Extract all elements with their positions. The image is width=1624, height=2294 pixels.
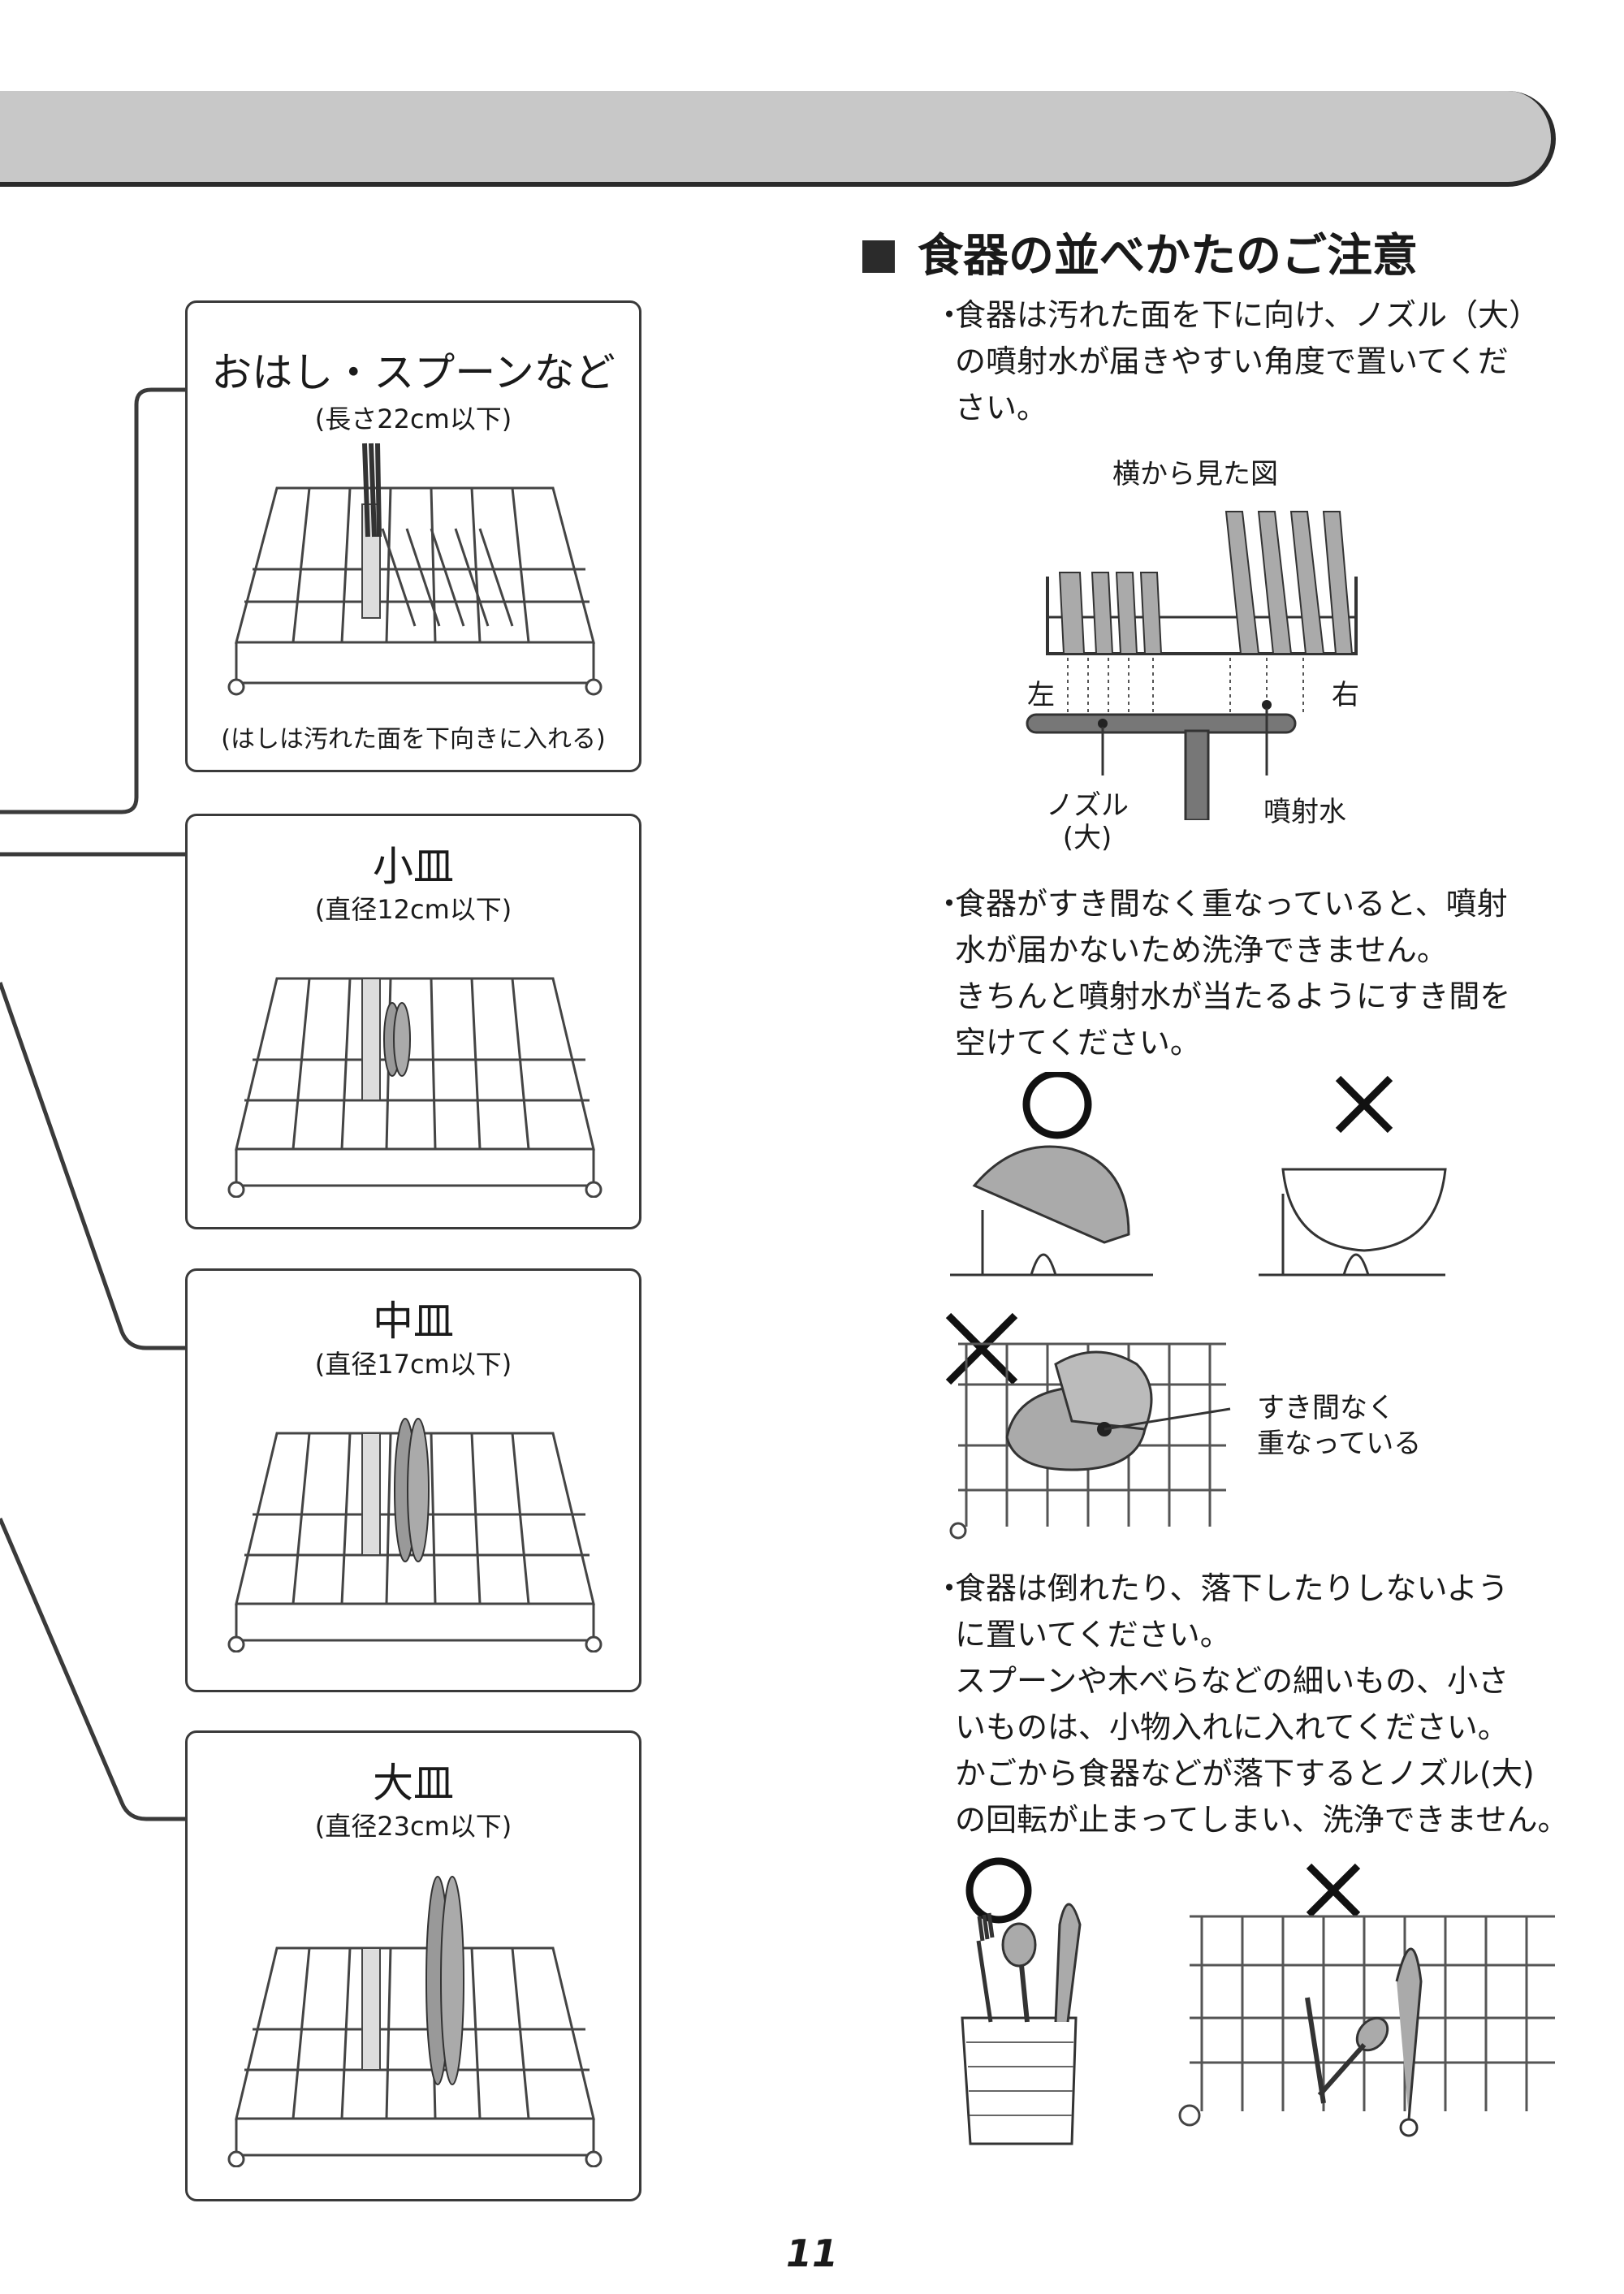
ok-circle-icon — [1022, 1072, 1092, 1139]
line: 空けてください。 — [955, 1025, 1201, 1061]
line: の回転が止まってしまい、洗浄できません。 — [955, 1802, 1569, 1838]
card-medium-plate: 中皿 (直径17cm以下) — [185, 1268, 641, 1692]
card-title: おはし・スプーンなど — [211, 349, 615, 396]
bullet-paragraph-2: ・ 食器がすき間なく重なっていると、噴射 水が届かないため洗浄できません。 きち… — [934, 881, 1572, 1066]
rack-illustration — [227, 977, 603, 1198]
section-title: 食器の並べかたのご注意 — [862, 219, 1418, 285]
card-title: 中皿 — [373, 1298, 454, 1345]
utensil-illustrations — [961, 1857, 1555, 2145]
ok-circle-icon — [965, 1857, 1032, 1924]
bullet-dot-icon: ・ — [934, 1570, 965, 1606]
bowl-example-illustrations — [950, 1072, 1447, 1277]
line: 食器は倒れたり、落下したりしないよう — [955, 1570, 1509, 1606]
rack-illustration — [227, 1876, 603, 2167]
ng-cross-icon — [1335, 1075, 1393, 1134]
line: ノズル — [1046, 789, 1129, 822]
label-nozzle: ノズル (大) — [1046, 789, 1129, 854]
bullet-paragraph-1: ・ 食器は汚れた面を下に向け、ノズル（大） の噴射水が届きやすい角度で置いてくだ… — [934, 292, 1572, 431]
line: いものは、小物入れに入れてください。 — [955, 1709, 1509, 1745]
diagram-title: 横から見た図 — [1112, 458, 1278, 490]
line: さい。 — [955, 390, 1048, 426]
card-subtitle: (長さ22cm以下) — [314, 404, 512, 434]
rack-illustration — [227, 1418, 603, 1652]
label-left: 左 — [1027, 679, 1055, 711]
card-title: 小皿 — [373, 843, 454, 890]
line: 水が届かないため洗浄できません。 — [955, 932, 1448, 968]
line: かごから食器などが落下するとノズル(大) — [955, 1756, 1535, 1791]
line: 重なっている — [1257, 1428, 1422, 1460]
card-title: 大皿 — [373, 1760, 454, 1807]
line: の噴射水が届きやすい角度で置いてくだ — [955, 343, 1509, 379]
stack-label: すき間なく 重なっている — [1257, 1390, 1421, 1462]
line: すき間なく — [1257, 1392, 1395, 1424]
label-spray: 噴射水 — [1263, 796, 1346, 828]
section-title-text: 食器の並べかたのご注意 — [918, 230, 1418, 283]
ng-cross-icon — [1306, 1863, 1361, 1918]
header-band — [0, 91, 1556, 187]
card-large-plate: 大皿 (直径23cm以下) — [185, 1730, 641, 2201]
label-right: 右 — [1332, 679, 1359, 711]
card-subtitle: (直径23cm以下) — [314, 1811, 512, 1842]
line: 食器は汚れた面を下に向け、ノズル（大） — [955, 297, 1540, 333]
card-small-plate: 小皿 (直径12cm以下) — [185, 814, 641, 1229]
bullet-dot-icon: ・ — [934, 297, 965, 333]
bullet-paragraph-3: ・ 食器は倒れたり、落下したりしないよう に置いてください。 スプーンや木べらな… — [934, 1566, 1596, 1843]
card-note: (はしは汚れた面を下向きに入れる) — [221, 725, 606, 754]
ng-cross-icon — [945, 1312, 1018, 1385]
card-chopsticks-spoons: おはし・スプーンなど (長さ22cm以下) (はしは汚れた面を下向きに入れる) — [185, 300, 641, 772]
card-subtitle: (直径17cm以下) — [314, 1349, 512, 1380]
card-subtitle: (直径12cm以下) — [314, 894, 512, 925]
page-number: 11 — [785, 2231, 838, 2275]
rack-illustration — [227, 443, 603, 696]
stacked-bowls-illustration — [945, 1312, 1231, 1540]
line: スプーンや木べらなどの細いもの、小さ — [955, 1663, 1510, 1699]
square-bullet-icon — [862, 240, 895, 273]
line: きちんと噴射水が当たるようにすき間を — [955, 979, 1511, 1014]
line: に置いてください。 — [955, 1617, 1231, 1652]
connector-lines — [0, 387, 185, 1821]
line: 食器がすき間なく重なっていると、噴射 — [955, 886, 1508, 922]
bullet-dot-icon: ・ — [934, 886, 965, 922]
spray-diagram — [1026, 511, 1358, 820]
line: (大) — [1062, 822, 1112, 854]
